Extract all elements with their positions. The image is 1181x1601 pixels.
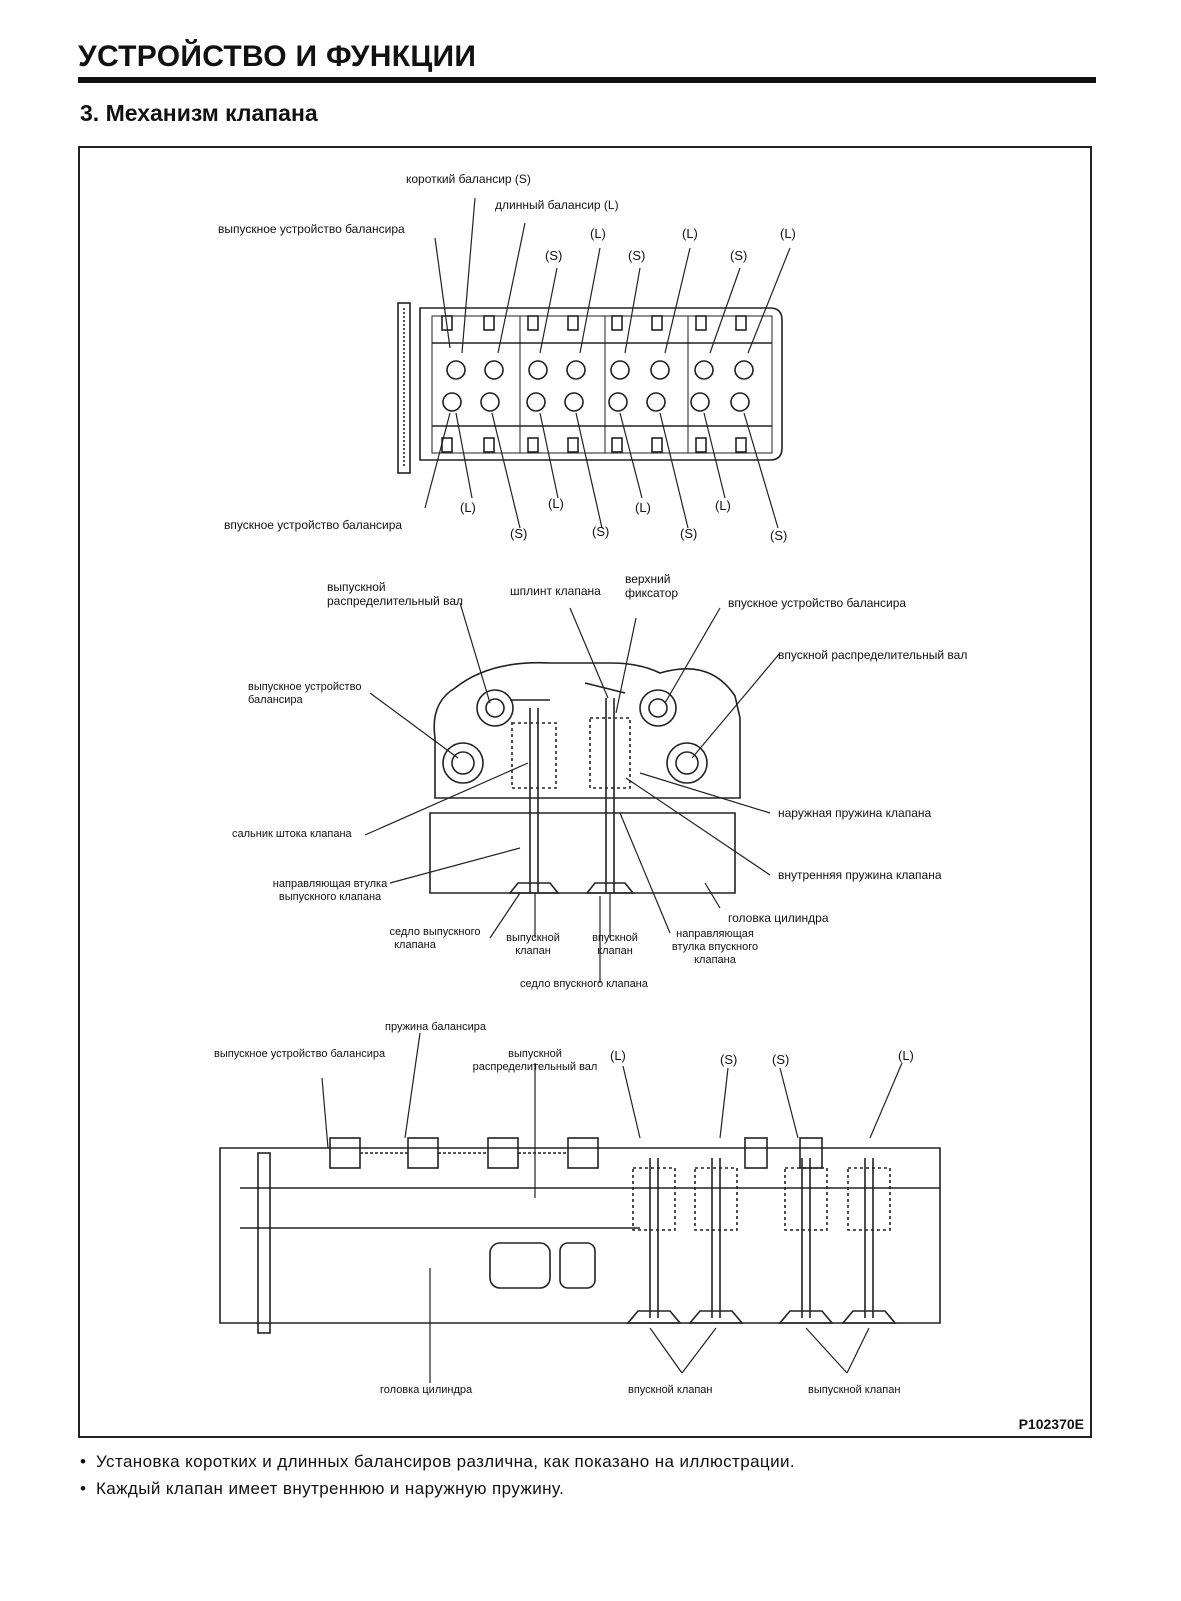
top-view-rockers (441, 315, 754, 453)
label-exhaust-valve-2: клапан (515, 945, 551, 957)
side-letter-2: (S) (720, 1052, 738, 1067)
bottom-letter-4: (S) (592, 524, 610, 539)
side-view-leaders (321, 1032, 903, 1383)
note-2-text: Каждый клапан имеет внутреннюю и наружну… (96, 1479, 565, 1498)
top-letter-5: (S) (730, 248, 748, 263)
label-exhaust-valve-side: выпускной клапан (808, 1384, 901, 1396)
title-rule (78, 77, 1096, 83)
top-letter-2: (L) (590, 226, 606, 241)
side-view-valves (626, 1158, 897, 1324)
label-long-rocker: длинный балансир (L) (495, 198, 619, 212)
top-letter-6: (L) (780, 226, 796, 241)
label-cylinder-head-sec: головка цилиндра (728, 911, 829, 925)
label-exhaust-valve-1: выпускной (506, 932, 560, 944)
label-exhaust-rocker-top: выпускное устройство балансира (218, 222, 405, 236)
label-cylinder-head-side: головка цилиндра (380, 1384, 473, 1396)
note-2: •Каждый клапан имеет внутреннюю и наружн… (80, 1479, 565, 1498)
label-exhaust-seat-1: седло выпускного (389, 926, 481, 938)
top-view-leaders (424, 197, 791, 529)
top-letter-4: (L) (682, 226, 698, 241)
label-stem-seal: сальник штока клапана (232, 828, 352, 840)
label-valve-cotter: шплинт клапана (510, 584, 601, 598)
label-rocker-spring: пружина балансира (385, 1021, 486, 1033)
valve-mechanism-drawing (219, 197, 941, 1383)
label-intake-guide-3: клапана (694, 954, 736, 966)
bottom-letter-7: (L) (715, 498, 731, 513)
top-view-head (397, 302, 783, 474)
label-intake-rocker-sec: впускное устройство балансира (728, 596, 907, 610)
label-intake-valve-side: впускной клапан (628, 1384, 713, 1396)
bottom-letter-3: (L) (548, 496, 564, 511)
label-outer-spring: наружная пружина клапана (778, 806, 932, 820)
label-intake-guide-2: втулка впускного (671, 941, 759, 953)
label-upper-retainer-2: фиксатор (625, 586, 679, 600)
page-title: УСТРОЙСТВО И ФУНКЦИИ (78, 40, 477, 73)
section-view-head (429, 661, 741, 894)
side-letter-3: (S) (772, 1052, 790, 1067)
section-view-leaders (364, 602, 781, 983)
top-letter-1: (S) (545, 248, 563, 263)
label-intake-cam: впускной распределительный вал (778, 648, 968, 662)
side-letter-4: (L) (898, 1048, 914, 1063)
note-1: •Установка коротких и длинных балансиров… (80, 1452, 795, 1471)
bottom-letter-5: (L) (635, 500, 651, 515)
label-exhaust-cam-side-2: распределительный вал (472, 1061, 598, 1073)
label-upper-retainer-1: верхний (625, 572, 671, 586)
bottom-letter-1: (L) (460, 500, 476, 515)
label-exhaust-rocker-sec-2: балансира (248, 694, 303, 706)
top-letter-3: (S) (628, 248, 646, 263)
label-exhaust-rocker-side: выпускное устройство балансира (214, 1048, 386, 1060)
label-intake-rocker-top: впускное устройство балансира (224, 518, 403, 532)
label-exhaust-seat-2: клапана (394, 939, 436, 951)
label-exhaust-guide-1: направляющая втулка (272, 878, 388, 890)
label-exhaust-rocker-sec-1: выпускное устройство (248, 681, 362, 693)
label-inner-spring: внутренняя пружина клапана (778, 868, 942, 882)
side-letter-1: (L) (610, 1048, 626, 1063)
label-intake-valve-1: впускной (592, 932, 638, 944)
bottom-letter-2: (S) (510, 526, 528, 541)
bottom-letter-8: (S) (770, 528, 788, 543)
label-exhaust-guide-2: выпускного клапана (278, 891, 382, 903)
label-intake-guide-1: направляющая (676, 928, 754, 940)
figure-code: P102370E (1018, 1416, 1084, 1432)
label-short-rocker: короткий балансир (S) (406, 172, 531, 186)
label-intake-seat: седло впускного клапана (520, 978, 648, 990)
label-intake-valve-2: клапан (597, 945, 633, 957)
label-exhaust-cam-side-1: выпускной (508, 1048, 562, 1060)
label-exhaust-cam-2: распределительный вал (327, 594, 464, 608)
bottom-letter-6: (S) (680, 526, 698, 541)
figure-frame: короткий балансир (S) длинный балансир (… (78, 146, 1092, 1438)
note-1-text: Установка коротких и длинных балансиров … (96, 1452, 795, 1471)
label-exhaust-cam-1: выпускной (327, 580, 386, 594)
section-title: 3. Механизм клапана (80, 100, 318, 126)
section-view-valves (508, 682, 635, 894)
side-view-head (219, 1137, 941, 1334)
